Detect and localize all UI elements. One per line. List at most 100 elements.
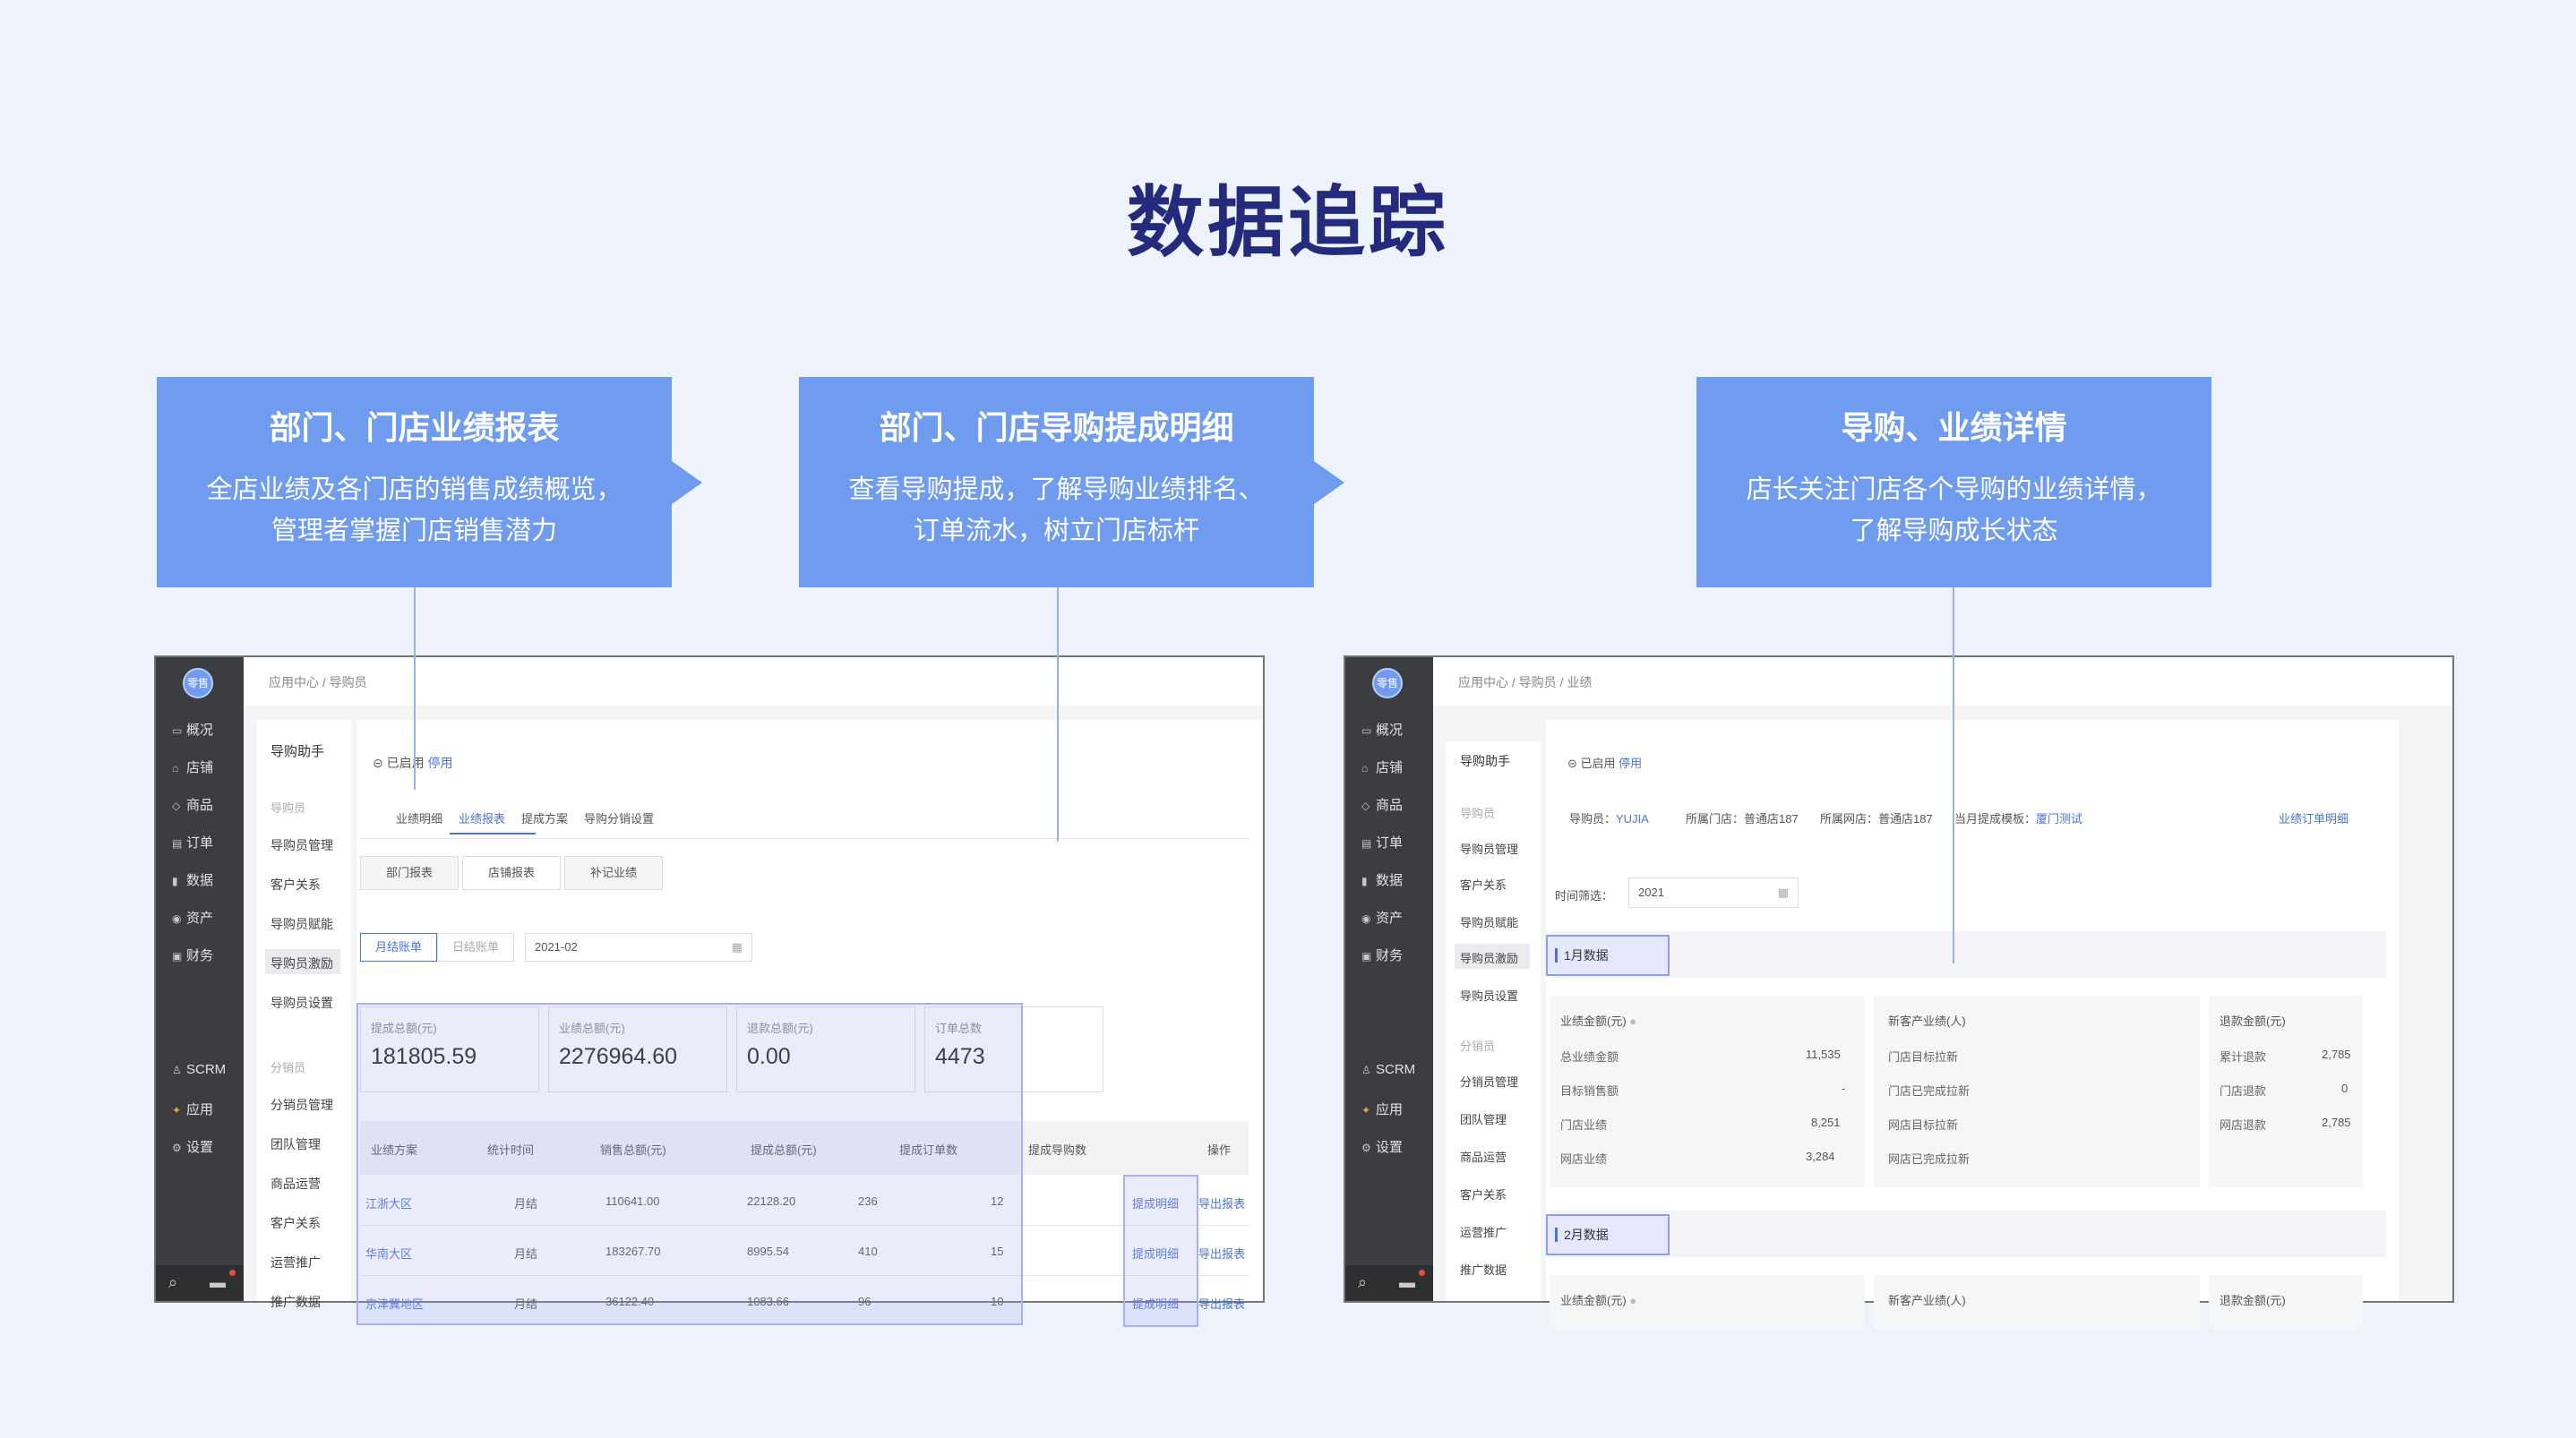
commission-detail-link[interactable]: 提成明细 — [1132, 1297, 1180, 1311]
kpi-card — [924, 1006, 1103, 1092]
month-picker[interactable]: 2021-02▦ — [525, 933, 752, 962]
card-row-key: 网店目标拉新 — [1888, 1118, 1959, 1132]
nav-item-orders[interactable]: ▤订单 — [1361, 835, 1404, 851]
nav-item-data[interactable]: ▮数据 — [172, 873, 214, 888]
sub-item-active[interactable]: 导购员激励 — [1460, 952, 1519, 965]
export-report-link[interactable]: 导出报表 — [1198, 1247, 1246, 1261]
sub-item[interactable]: 分销员管理 — [270, 1098, 333, 1112]
tab[interactable]: 导购分销设置 — [584, 812, 655, 826]
breadcrumb-item[interactable]: 应用中心 — [1458, 675, 1508, 689]
nav-item-scrm[interactable]: ♙SCRM — [172, 1062, 227, 1077]
region-link[interactable]: 江浙大区 — [365, 1197, 413, 1211]
nav-item-assets[interactable]: ◉资产 — [172, 911, 214, 926]
export-report-link[interactable]: 导出报表 — [1198, 1297, 1246, 1311]
disable-link[interactable]: 停用 — [427, 756, 453, 770]
commission-detail-link[interactable]: 提成明细 — [1132, 1197, 1180, 1211]
apps-icon: ✦ — [1361, 1104, 1371, 1117]
nav-item-settings[interactable]: ⚙设置 — [1361, 1140, 1404, 1155]
chat-icon[interactable]: ▬ — [1399, 1273, 1415, 1291]
sub-item[interactable]: 推广数据 — [1460, 1263, 1507, 1277]
sub-item[interactable]: 团队管理 — [270, 1137, 321, 1151]
status-text: 已启用 — [1580, 757, 1616, 770]
region-link[interactable]: 京津冀地区 — [365, 1297, 425, 1311]
sub-item[interactable]: 商品运营 — [270, 1177, 321, 1191]
sub-item-active[interactable]: 导购员激励 — [270, 956, 333, 971]
sub-item[interactable]: 导购员设置 — [270, 996, 333, 1010]
commission-detail-link[interactable]: 提成明细 — [1132, 1247, 1180, 1261]
nav-item-scrm[interactable]: ♙SCRM — [1361, 1062, 1416, 1077]
monthly-toggle[interactable]: 月结账单 — [360, 933, 437, 962]
table-cell: 15 — [991, 1245, 1004, 1258]
nav-item-apps[interactable]: ✦应用 — [1361, 1102, 1404, 1117]
subtab[interactable]: 补记业绩 — [564, 856, 663, 890]
sub-item[interactable]: 客户关系 — [270, 877, 321, 892]
breadcrumb: 应用中心 / 导购员 / 业绩 — [1458, 675, 1593, 689]
order-detail-link[interactable]: 业绩订单明细 — [2279, 812, 2349, 826]
nav-item-overview[interactable]: ▭概况 — [1361, 723, 1404, 738]
nav-item-finance[interactable]: ▣财务 — [1361, 948, 1404, 963]
page-title: 数据追踪 — [1127, 178, 1449, 268]
tab-active[interactable]: 业绩报表 — [459, 812, 506, 826]
kpi-label: 订单总数 — [935, 1022, 983, 1035]
sub-item[interactable]: 导购员管理 — [270, 838, 333, 852]
subtab[interactable]: 店铺报表 — [462, 856, 561, 890]
table-cell: 月结 — [514, 1297, 538, 1311]
month-2-tag[interactable]: 2月数据 — [1546, 1214, 1670, 1255]
nav-item-assets[interactable]: ◉资产 — [1361, 911, 1404, 926]
chat-icon[interactable]: ▬ — [210, 1273, 226, 1291]
nav-item-settings[interactable]: ⚙设置 — [172, 1140, 214, 1155]
sub-item[interactable]: 商品运营 — [1460, 1151, 1507, 1164]
sub-item[interactable]: 客户关系 — [1460, 1188, 1507, 1202]
status-toggle[interactable]: ⊝ 已启用 停用 — [1567, 754, 1642, 771]
nav-item-data[interactable]: ▮数据 — [1361, 873, 1404, 888]
card-row-key: 门店已完成拉新 — [1888, 1084, 1971, 1098]
sub-item[interactable]: 团队管理 — [1460, 1113, 1507, 1126]
tab[interactable]: 提成方案 — [521, 812, 569, 826]
card-refund — [2209, 1275, 2363, 1329]
table-cell: 36122.40 — [605, 1295, 655, 1308]
card-row-key: 网店业绩 — [1560, 1152, 1608, 1166]
table-row-divider — [360, 1275, 1249, 1276]
list-icon: ▤ — [172, 837, 183, 850]
sub-item[interactable]: 导购员赋能 — [270, 917, 333, 931]
region-link[interactable]: 华南大区 — [365, 1247, 413, 1261]
sub-item[interactable]: 分销员管理 — [1460, 1075, 1519, 1089]
table-cell: 22128.20 — [747, 1194, 796, 1208]
daily-toggle[interactable]: 日结账单 — [437, 933, 514, 962]
subtab[interactable]: 部门报表 — [360, 856, 459, 890]
breadcrumb-item[interactable]: 应用中心 — [269, 675, 319, 689]
table-cell: 10 — [991, 1295, 1004, 1308]
nav-item-goods[interactable]: ◇商品 — [172, 798, 214, 813]
nav-item-goods[interactable]: ◇商品 — [1361, 798, 1404, 813]
user-icon: ♙ — [172, 1064, 182, 1076]
info-icon: ● — [1629, 1294, 1637, 1307]
disable-link[interactable]: 停用 — [1619, 757, 1643, 770]
breadcrumb-item[interactable]: 导购员 — [1518, 675, 1557, 689]
sub-item[interactable]: 运营推广 — [1460, 1226, 1507, 1239]
export-report-link[interactable]: 导出报表 — [1198, 1197, 1246, 1211]
sub-item[interactable]: 推广数据 — [270, 1295, 321, 1309]
sub-item[interactable]: 客户关系 — [270, 1216, 321, 1230]
sub-item[interactable]: 运营推广 — [270, 1255, 321, 1270]
search-icon[interactable]: ⌕ — [168, 1273, 178, 1291]
tab[interactable]: 业绩明细 — [396, 812, 443, 826]
card-refund — [2209, 996, 2363, 1187]
nav-item-overview[interactable]: ▭概况 — [172, 723, 214, 738]
nav-item-orders[interactable]: ▤订单 — [172, 835, 214, 851]
month-1-tag[interactable]: 1月数据 — [1546, 935, 1670, 976]
search-icon[interactable]: ⌕ — [1358, 1273, 1368, 1291]
sub-item[interactable]: 导购员赋能 — [1460, 916, 1519, 929]
sub-item[interactable]: 导购员管理 — [1460, 843, 1519, 856]
sub-item[interactable]: 客户关系 — [1460, 878, 1507, 892]
sub-item[interactable]: 导购员设置 — [1460, 989, 1519, 1003]
nav-item-apps[interactable]: ✦应用 — [172, 1102, 214, 1117]
card-row-key: 目标销售额 — [1560, 1084, 1619, 1098]
year-picker[interactable]: 2021▦ — [1628, 877, 1799, 908]
status-toggle[interactable]: ⊝ 已启用 停用 — [373, 754, 453, 772]
nav-item-store[interactable]: ⌂店铺 — [1361, 760, 1404, 775]
breadcrumb: 应用中心 / 导购员 — [269, 675, 367, 689]
nav-item-store[interactable]: ⌂店铺 — [172, 760, 214, 775]
nav-item-finance[interactable]: ▣财务 — [172, 948, 214, 963]
table-cell: 236 — [858, 1194, 878, 1208]
nav-bottom: ⌕ ▬ — [156, 1265, 244, 1301]
